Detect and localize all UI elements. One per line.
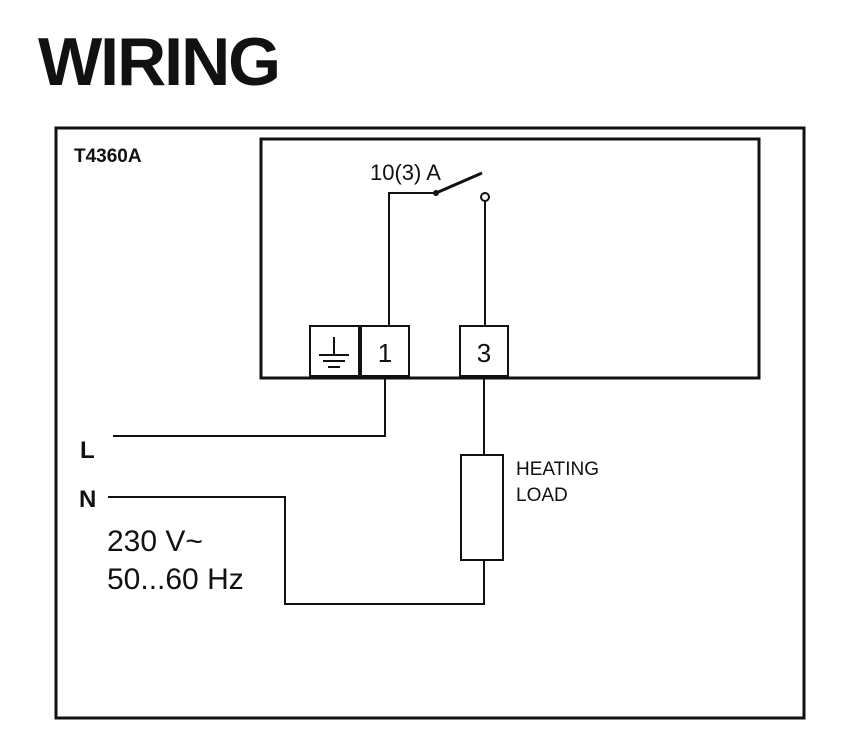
page-title: WIRING	[38, 24, 281, 100]
live-wire	[113, 378, 386, 437]
heating-load-label-line1: HEATING	[516, 459, 599, 480]
terminal-3-label: 3	[477, 338, 491, 368]
switch-contact	[480, 192, 490, 202]
switch-rating-label: 10(3) A	[370, 160, 441, 185]
model-label: T4360A	[74, 146, 142, 167]
neutral-wire	[108, 496, 485, 605]
terminal-block: 1 3	[309, 325, 509, 377]
switch-blade	[435, 171, 483, 195]
internal-wire-terminal-1	[388, 192, 436, 326]
heating-load-resistor	[460, 454, 504, 561]
terminal-3-box	[459, 325, 509, 377]
switch-pivot	[433, 190, 439, 196]
terminal-1-label: 1	[378, 338, 392, 368]
earth-icon	[319, 337, 349, 368]
heating-load-label-line2: LOAD	[516, 485, 568, 506]
supply-frequency-label: 50...60 Hz	[107, 563, 244, 596]
terminal-1-box	[360, 325, 410, 377]
supply-voltage-label: 230 V~	[107, 525, 203, 558]
thermostat-box	[259, 137, 761, 380]
outer-enclosure	[54, 126, 806, 720]
neutral-label: N	[79, 486, 96, 513]
live-label: L	[80, 437, 95, 464]
